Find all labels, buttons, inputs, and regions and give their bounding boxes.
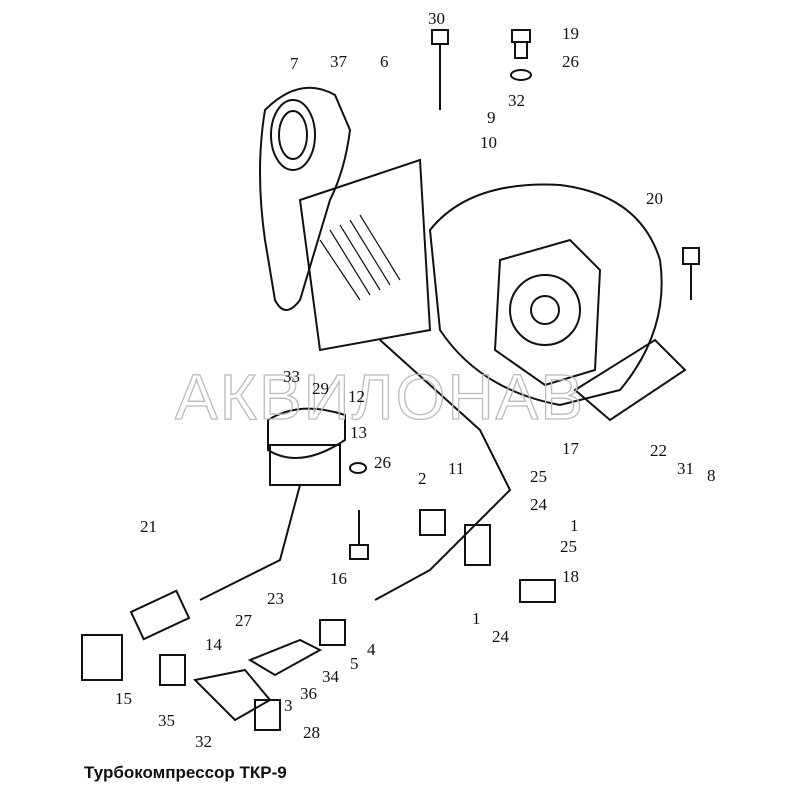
bearing-housing: [298, 158, 432, 352]
callout-22: 22: [650, 441, 667, 460]
callout-25b: 25: [560, 537, 577, 556]
callout-18: 18: [562, 567, 579, 586]
callout-12: 12: [348, 387, 365, 406]
turbine-housing: [428, 183, 663, 407]
oil-feed-flange: [267, 407, 346, 459]
callout-1: 1: [570, 516, 579, 535]
callout-6: 6: [380, 52, 389, 71]
callout-37: 37: [330, 52, 347, 71]
callout-9: 9: [487, 108, 496, 127]
callout-3: 3: [284, 696, 293, 715]
fitting-15: [81, 634, 123, 681]
callout-17: 17: [562, 439, 579, 458]
turbine-flange: [493, 238, 602, 387]
compressor-housing: [259, 86, 352, 311]
callout-16: 16: [330, 569, 347, 588]
callout-23: 23: [267, 589, 284, 608]
figure-caption: Турбокомпрессор ТКР-9: [84, 763, 287, 782]
callout-25: 25: [530, 467, 547, 486]
callout-4: 4: [367, 640, 376, 659]
callout-24: 24: [530, 495, 547, 514]
callout-27: 27: [235, 611, 252, 630]
callout-19: 19: [562, 24, 579, 43]
callout-1b: 1: [472, 609, 481, 628]
callout-26b: 26: [374, 453, 391, 472]
callout-31: 31: [677, 459, 694, 478]
bolt-30: [431, 29, 449, 45]
callout-29: 29: [312, 379, 329, 398]
callout-2: 2: [418, 469, 427, 488]
callout-35: 35: [158, 711, 175, 730]
oil-drain-pipe: [374, 339, 512, 601]
callout-24b: 24: [492, 627, 509, 646]
callout-33: 33: [283, 367, 300, 386]
callout-21: 21: [140, 517, 157, 536]
callout-26: 26: [562, 52, 579, 71]
callout-11: 11: [448, 459, 465, 478]
callout-14: 14: [205, 635, 222, 654]
callout-7: 7: [290, 54, 299, 73]
callout-10: 10: [480, 133, 497, 152]
callout-5: 5: [350, 654, 359, 673]
callout-34: 34: [322, 667, 339, 686]
callout-28: 28: [303, 723, 320, 742]
oil-feed-pipe: [199, 484, 301, 601]
exhaust-flange: [573, 338, 687, 422]
watermark: АКВИЛОНАВ: [174, 360, 586, 433]
compressor-inlet: [270, 99, 316, 171]
callout-15: 15: [115, 689, 132, 708]
callout-13: 13: [350, 423, 367, 442]
callout-8: 8: [707, 466, 716, 485]
sleeve-14: [129, 589, 191, 641]
callout-32b: 32: [195, 732, 212, 751]
callout-30: 30: [428, 9, 445, 28]
callout-36: 36: [300, 684, 317, 703]
callout-32: 32: [508, 91, 525, 110]
callout-20: 20: [646, 189, 663, 208]
